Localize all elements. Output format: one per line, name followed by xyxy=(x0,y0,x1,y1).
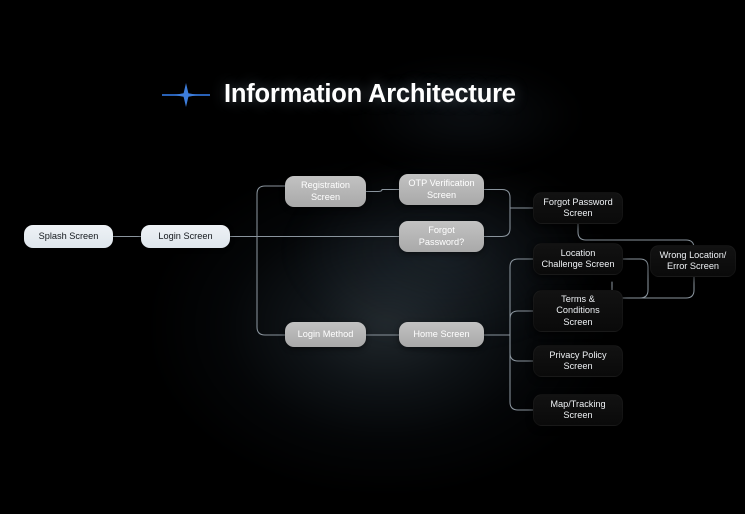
page-title: Information Architecture xyxy=(224,80,516,108)
node-home-screen[interactable]: Home Screen xyxy=(399,322,484,347)
node-wrong-location-error-screen[interactable]: Wrong Location/Error Screen xyxy=(650,245,736,277)
node-login-method[interactable]: Login Method xyxy=(285,322,366,347)
sparkle-star-icon xyxy=(162,82,210,108)
node-label: Home Screen xyxy=(413,328,470,339)
node-label: Wrong Location/Error Screen xyxy=(659,249,727,271)
node-label: Splash Screen xyxy=(38,230,99,241)
node-label: Login Method xyxy=(297,328,354,339)
node-label: Login Screen xyxy=(158,230,213,241)
node-splash-screen[interactable]: Splash Screen xyxy=(24,225,113,248)
node-login-screen[interactable]: Login Screen xyxy=(141,225,230,248)
page-header: Information Architecture xyxy=(162,80,516,109)
